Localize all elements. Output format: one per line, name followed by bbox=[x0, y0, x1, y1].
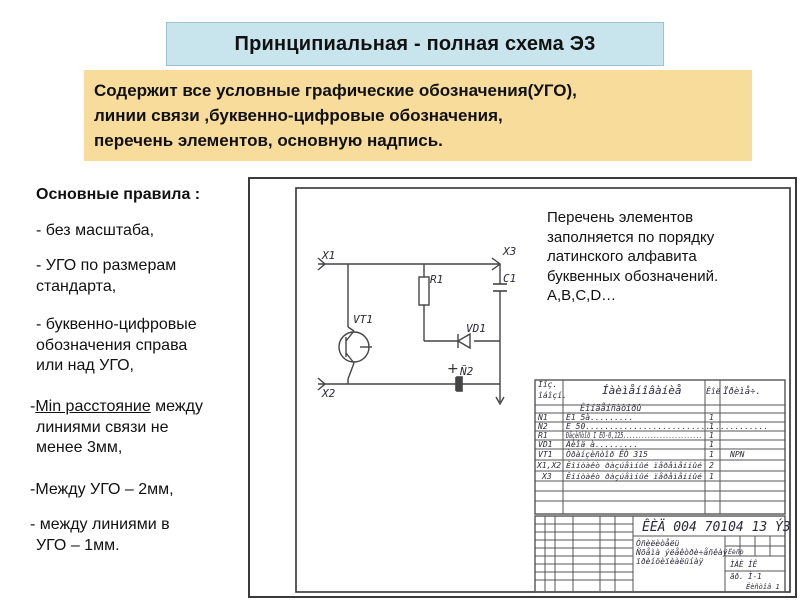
description-line: Содержит все условные графические обозна… bbox=[94, 81, 577, 100]
stamp-org-line: ÌÀÈ ÍÊ bbox=[730, 560, 758, 569]
label-vt1: VT1 bbox=[353, 313, 373, 326]
description-box: Содержит все условные графические обозна… bbox=[84, 70, 752, 161]
title-block-text: ÊÈÄ 004 70104 13 Ý3 Óñèëèòåëü Ñõåìà ýëåê… bbox=[635, 519, 791, 591]
rule-suffix: между bbox=[150, 398, 203, 415]
rule-between-ugo: -Между УГО – 2мм, bbox=[30, 480, 174, 501]
stamp-code: ÊÈÄ 004 70104 13 Ý3 bbox=[642, 519, 791, 535]
rule-ugo-size: - УГО по размерам стандарта, bbox=[36, 256, 176, 297]
table-row-qty: 1 bbox=[709, 450, 714, 459]
table-row-qty: 2 bbox=[709, 461, 714, 470]
table-head-pos: Ïîç. bbox=[538, 379, 557, 389]
rule-underlined: Min расстояние bbox=[35, 398, 151, 415]
rule-line: -Между УГО – 2мм, bbox=[30, 481, 174, 498]
rule-line: - между линиями в bbox=[30, 516, 170, 533]
rule-line: стандарта, bbox=[36, 277, 117, 295]
label-n2: Ñ2 bbox=[459, 365, 474, 378]
terminal-arrows bbox=[317, 257, 505, 406]
table-row-name: Êîíòàêò ðàçúåìíûé ïåðåìåííûé bbox=[566, 461, 702, 470]
note-line: Перечень элементов bbox=[547, 209, 694, 226]
rule-line: обозначения справа bbox=[36, 336, 188, 354]
description-line: перечень элементов, основную надпись. bbox=[94, 131, 443, 150]
table-head-note: Ïðèìå÷. bbox=[723, 386, 761, 397]
component-labels: X1 X3 X2 R1 C1 VT1 VD1 Ñ2 bbox=[321, 245, 516, 400]
rules-heading: Основные правила : bbox=[36, 186, 201, 203]
rule-line: или над УГО, bbox=[36, 357, 134, 374]
capacitor-c1 bbox=[493, 283, 507, 292]
table-row-name: Ê 50....................................… bbox=[566, 420, 768, 431]
label-x3: X3 bbox=[502, 245, 516, 258]
label-c1: C1 bbox=[503, 272, 516, 285]
table-row-pos: Ñ1 bbox=[537, 412, 548, 422]
stamp-title-line: Óñèëèòåëü bbox=[636, 537, 680, 548]
elements-table-text: Ïîç. îáîçí. Íàèìåíîâàíèå Êîë Ïðèìå÷. Êîí… bbox=[536, 379, 768, 481]
table-row-name: Ê1 5à......... bbox=[566, 411, 633, 422]
table-row-pos: VD1 bbox=[538, 440, 552, 449]
note-line: A,B,C,D… bbox=[547, 287, 617, 304]
table-row-qty: 1 bbox=[709, 440, 714, 449]
table-row-qty: 1 bbox=[709, 422, 714, 431]
page-title: Принципиальная - полная схема Э3 bbox=[166, 22, 664, 66]
table-row-name: Ðåçèñòîð Ì ËÒ-0,125.....................… bbox=[565, 429, 702, 440]
rule-line: менее 3мм, bbox=[36, 439, 123, 456]
rule-min-distance: -Min расстояние между линиями связи не м… bbox=[30, 397, 203, 459]
label-x1: X1 bbox=[321, 249, 335, 262]
schematic-svg: + X1 X3 X2 R1 C1 VT1 VD1 Ñ2 bbox=[295, 187, 791, 593]
table-row-name: Êîíäåíñàòîðû bbox=[580, 402, 641, 414]
stamp-sheets-label: Ëèñòîâ 1 bbox=[746, 582, 780, 591]
circuit-wires bbox=[318, 263, 501, 402]
table-head-qty: Êîë bbox=[706, 385, 721, 396]
stamp-sheet-label: Ëèñò bbox=[728, 547, 744, 556]
elements-table-grid bbox=[534, 379, 786, 515]
transistor-vt1 bbox=[338, 326, 370, 380]
rule-line: линиями связи не bbox=[36, 418, 169, 436]
title-block-grid bbox=[534, 515, 786, 593]
note-line: заполняется по порядку bbox=[547, 228, 715, 246]
table-head-name: Íàèìåíîâàíèå bbox=[602, 384, 681, 397]
table-row-note: NPN bbox=[729, 450, 745, 459]
table-row-name: Òðàíçèñòîð ÊÒ 315 bbox=[566, 448, 648, 459]
table-row-qty: 1 bbox=[709, 431, 714, 440]
stamp-title-line: Ñõåìà ýëåêòðè÷åñêàÿ bbox=[635, 547, 728, 557]
rule-line: УГО – 1мм. bbox=[36, 536, 120, 554]
stamp-org-line: ãð. Ì-1 bbox=[730, 572, 762, 581]
table-row-pos: X1,X2 bbox=[536, 461, 561, 470]
description-line: линии связи ,буквенно-цифровые обозначен… bbox=[94, 106, 503, 125]
label-vd1: VD1 bbox=[466, 322, 486, 335]
table-row-qty: 1 bbox=[709, 472, 714, 481]
schematic-drawing: + X1 X3 X2 R1 C1 VT1 VD1 Ñ2 bbox=[248, 177, 797, 598]
elements-list-note: Перечень элементов заполняется по порядк… bbox=[547, 208, 797, 306]
label-r1: R1 bbox=[430, 273, 443, 286]
rule-line: - буквенно-цифровые bbox=[36, 316, 197, 333]
rule-line: - УГО по размерам bbox=[36, 257, 177, 274]
table-row-name: Êîíòàêò ðàçúåìíûé ïåðåìåííûé bbox=[566, 472, 702, 481]
table-row-pos: X3 bbox=[541, 472, 552, 481]
resistor-r1 bbox=[418, 276, 430, 306]
table-row-qty: 1 bbox=[709, 413, 714, 422]
rule-line: - без масштаба, bbox=[36, 222, 155, 239]
capacitor-c2 bbox=[455, 376, 463, 392]
rule-no-scale: - без масштаба, bbox=[36, 221, 154, 242]
note-line: буквенных обозначений. bbox=[547, 267, 719, 285]
table-head-pos2: îáîçí. bbox=[538, 391, 567, 400]
rule-designations: - буквенно-цифровые обозначения справа и… bbox=[36, 315, 197, 377]
rule-prefix: - bbox=[30, 398, 36, 415]
rule-between-lines: - между линиями в УГО – 1мм. bbox=[30, 515, 170, 556]
rule-line: -Min расстояние между bbox=[30, 397, 203, 418]
table-row-pos: VT1 bbox=[538, 450, 552, 459]
label-x2: X2 bbox=[321, 387, 336, 400]
diode-vd1 bbox=[456, 332, 471, 350]
table-row-name: Äèîä à......... bbox=[565, 439, 638, 449]
note-line: латинского алфавита bbox=[547, 248, 697, 265]
table-row-pos: R1 bbox=[538, 431, 548, 440]
table-row-pos: Ñ2 bbox=[537, 421, 548, 431]
plus-sign: + bbox=[447, 361, 459, 377]
stamp-title-line: ïðèíöèïèàëüíàÿ bbox=[636, 556, 704, 566]
